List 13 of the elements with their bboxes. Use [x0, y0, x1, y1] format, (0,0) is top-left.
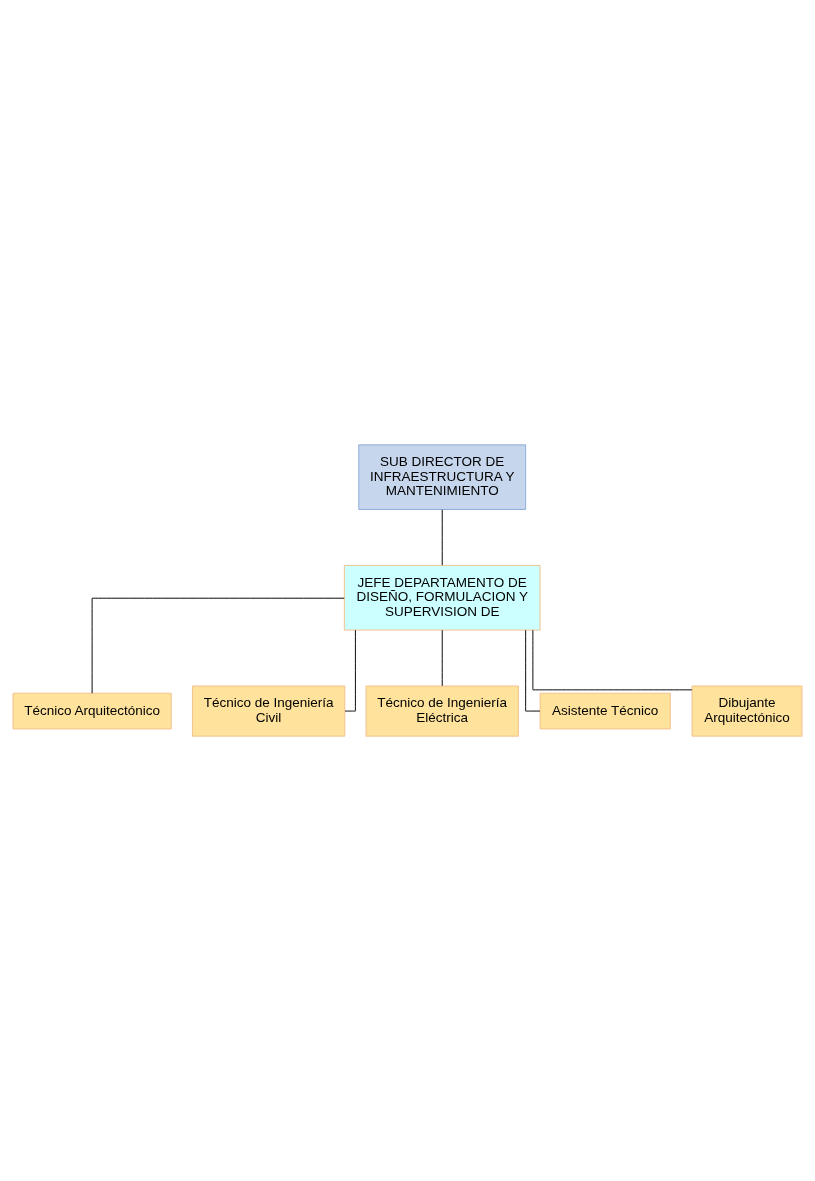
connector: [525, 629, 541, 712]
connector: [441, 509, 443, 566]
node-box: Técnico Arquitectónico: [12, 692, 172, 730]
node-box: Técnico de Ingeniería Civil: [191, 685, 346, 737]
node-box: SUB DIRECTOR DE INFRAESTRUCTURA Y MANTENIMIENTO: [358, 444, 527, 510]
node-box: Técnico de Ingeniería Eléctrica: [365, 685, 519, 737]
connector: [344, 629, 356, 712]
connector: [441, 629, 443, 687]
node-box: Asistente Técnico: [539, 692, 671, 730]
connector: [91, 597, 345, 694]
connector: [532, 629, 693, 691]
node-box: JEFE DEPARTAMENTO DE DISEÑO, FORMULACION Y SUPERVISION DE: [343, 564, 541, 631]
node-box: Dibujante Arquitectónico: [691, 685, 803, 737]
